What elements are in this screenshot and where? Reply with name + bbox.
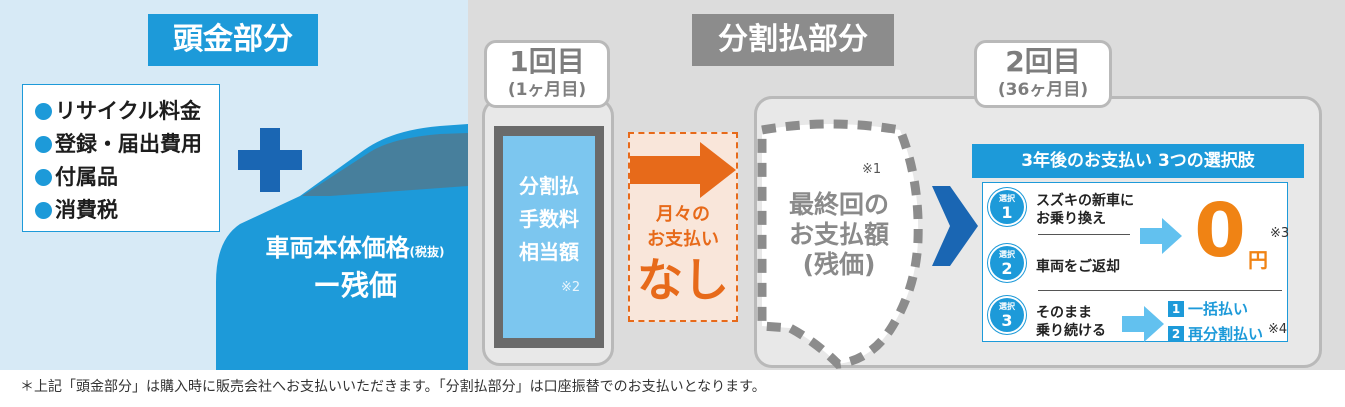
second-payment-tab: 2回目 (36ヶ月目): [974, 40, 1112, 108]
choices-header: 3年後のお支払い 3つの選択肢: [972, 144, 1304, 178]
footnote: ＊上記「頭金部分」は購入時に販売会社へお支払いいただきます。「分割払部分」は口座…: [20, 379, 766, 395]
list-item: 付属品: [35, 161, 219, 194]
bullet-icon: [35, 169, 52, 186]
fee-note: ※2: [561, 280, 581, 295]
monthly-payment-none: なし: [637, 253, 729, 307]
bullet-icon: [35, 136, 52, 153]
divider: [1038, 234, 1130, 235]
car-window: [302, 133, 468, 196]
final-payment-dashed: [757, 119, 923, 369]
list-item: リサイクル料金: [35, 95, 219, 128]
bullet-icon: [35, 202, 52, 219]
arrow-right-icon: [1122, 306, 1164, 342]
choice-2-text: 車両をご返却: [1036, 259, 1120, 275]
installment-title: 分割払部分: [692, 14, 894, 66]
choice-badge-3: 選択 3: [990, 298, 1024, 332]
arrow-right-icon: [630, 142, 736, 198]
final-payment-label: 最終回の お支払額 (残価): [788, 190, 889, 279]
choice-3-text: そのまま 乗り続ける: [1036, 305, 1106, 339]
choices-box: [982, 182, 1288, 342]
down-payment-items: リサイクル料金 登録・届出費用 付属品 消費税: [22, 84, 220, 232]
arrow-right-icon: [1140, 218, 1182, 254]
down-payment-title: 頭金部分: [148, 14, 318, 66]
choice-1-text: スズキの新車に お乗り換え: [1036, 193, 1134, 227]
fee-label: 分割払 手数料 相当額: [519, 174, 579, 264]
car-price-label: 車両本体価格(税抜) ー残価: [265, 234, 445, 302]
choice-badge-1: 選択 1: [990, 190, 1024, 224]
bullet-icon: [35, 103, 52, 120]
options-note: ※4: [1268, 322, 1288, 337]
first-payment-tab: 1回目 (1ヶ月目): [484, 40, 610, 108]
zero-note: ※3: [1270, 226, 1290, 241]
list-item: 消費税: [35, 194, 219, 227]
plus-icon-vertical: [260, 128, 280, 192]
final-note: ※1: [862, 162, 882, 177]
fee-panel: [503, 136, 595, 338]
choice-badge-2: 選択 2: [990, 246, 1024, 280]
list-item: 登録・届出費用: [35, 128, 219, 161]
monthly-payment-label: 月々の お支払い: [647, 204, 719, 250]
arrow-right-icon: [932, 186, 978, 266]
divider: [1038, 290, 1282, 291]
zero-yen-unit: 円: [1248, 248, 1268, 272]
zero-yen-value: 0: [1194, 188, 1246, 274]
